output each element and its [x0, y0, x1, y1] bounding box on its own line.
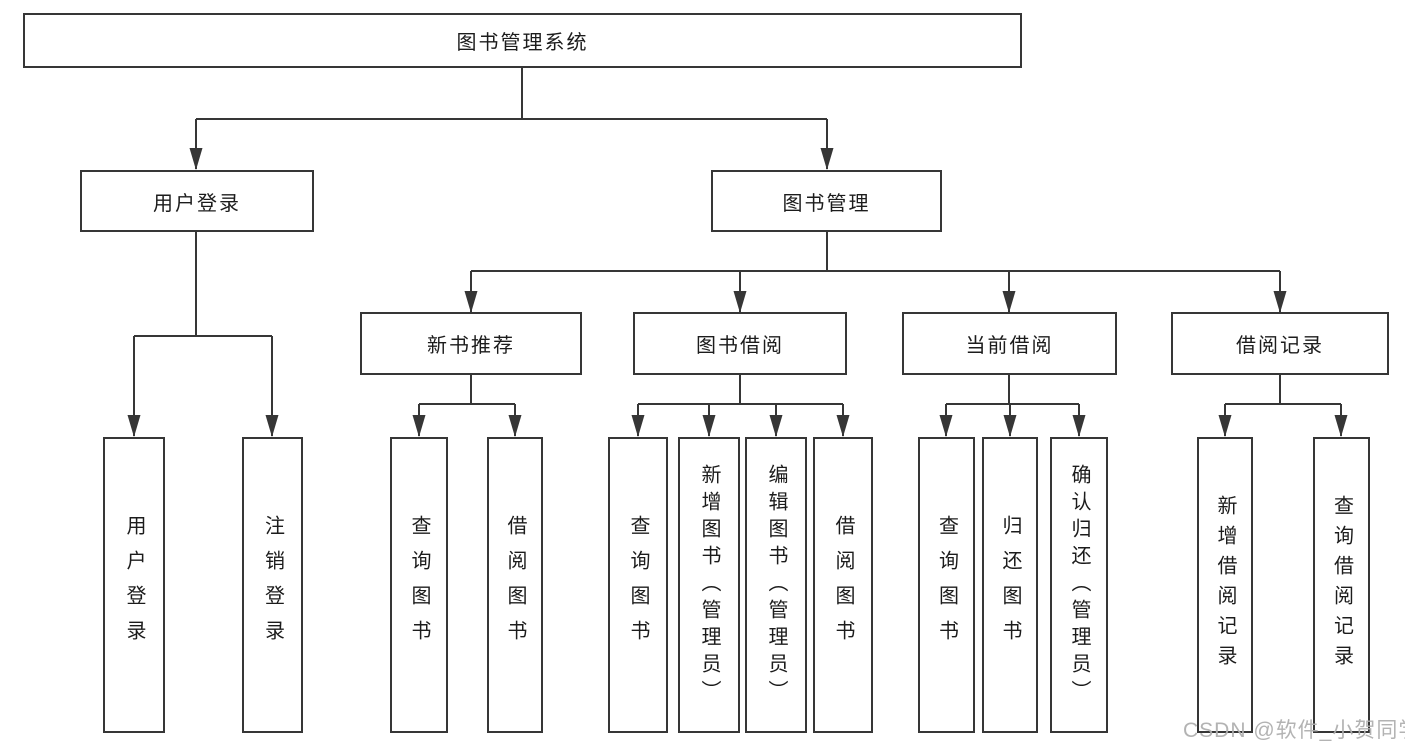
leaf-user-login-label: 用户登录: [123, 515, 145, 655]
leaf-newbook-query-books-label: 查询图书: [408, 515, 430, 655]
leaf-logout-label: 注销登录: [261, 515, 284, 655]
leaf-current-confirm-return-admin-label: 确认归还（管理员）: [1068, 463, 1090, 707]
node-new-book-recommend: 新书推荐: [360, 312, 582, 375]
leaf-borrowing-add-books-admin-label: 新增图书（管理员）: [698, 463, 720, 707]
node-system-root: 图书管理系统: [23, 13, 1022, 68]
node-borrowing-records: 借阅记录: [1171, 312, 1389, 375]
leaf-borrowing-edit-books-admin-label: 编辑图书（管理员）: [765, 463, 787, 707]
leaf-current-query-books: 查询图书: [918, 437, 975, 733]
leaf-borrowing-borrow-books-label: 借阅图书: [832, 515, 854, 655]
node-current-borrowing-label: 当前借阅: [965, 335, 1054, 357]
node-book-borrowing: 图书借阅: [633, 312, 847, 375]
leaf-borrowing-query-books-label: 查询图书: [627, 515, 649, 655]
node-book-management-label: 图书管理: [782, 192, 871, 215]
csdn-watermark: CSDN @软件_小贺同学: [1183, 719, 1405, 742]
node-user-login: 用户登录: [80, 170, 314, 232]
node-current-borrowing: 当前借阅: [902, 312, 1117, 375]
node-book-management: 图书管理: [711, 170, 942, 232]
leaf-borrowing-add-books-admin: 新增图书（管理员）: [678, 437, 740, 733]
leaf-records-query-record: 查询借阅记录: [1313, 437, 1370, 733]
node-user-login-label: 用户登录: [153, 192, 241, 215]
leaf-current-confirm-return-admin: 确认归还（管理员）: [1050, 437, 1108, 733]
leaf-current-query-books-label: 查询图书: [935, 515, 958, 655]
leaf-records-add-record: 新增借阅记录: [1197, 437, 1253, 733]
leaf-records-add-record-label: 新增借阅记录: [1214, 495, 1236, 675]
node-borrowing-records-label: 借阅记录: [1236, 335, 1324, 357]
leaf-newbook-borrow-books: 借阅图书: [487, 437, 543, 733]
leaf-newbook-query-books: 查询图书: [390, 437, 448, 733]
leaf-newbook-borrow-books-label: 借阅图书: [504, 515, 526, 655]
leaf-logout: 注销登录: [242, 437, 303, 733]
leaf-borrowing-query-books: 查询图书: [608, 437, 668, 733]
node-book-borrowing-label: 图书借阅: [696, 335, 784, 357]
leaf-user-login: 用户登录: [103, 437, 165, 733]
node-new-book-recommend-label: 新书推荐: [427, 335, 515, 357]
leaf-current-return-books-label: 归还图书: [999, 515, 1021, 655]
leaf-borrowing-edit-books-admin: 编辑图书（管理员）: [745, 437, 807, 733]
leaf-borrowing-borrow-books: 借阅图书: [813, 437, 873, 733]
node-system-root-label: 图书管理系统: [456, 32, 589, 54]
leaf-records-query-record-label: 查询借阅记录: [1330, 495, 1353, 675]
leaf-current-return-books: 归还图书: [982, 437, 1038, 733]
